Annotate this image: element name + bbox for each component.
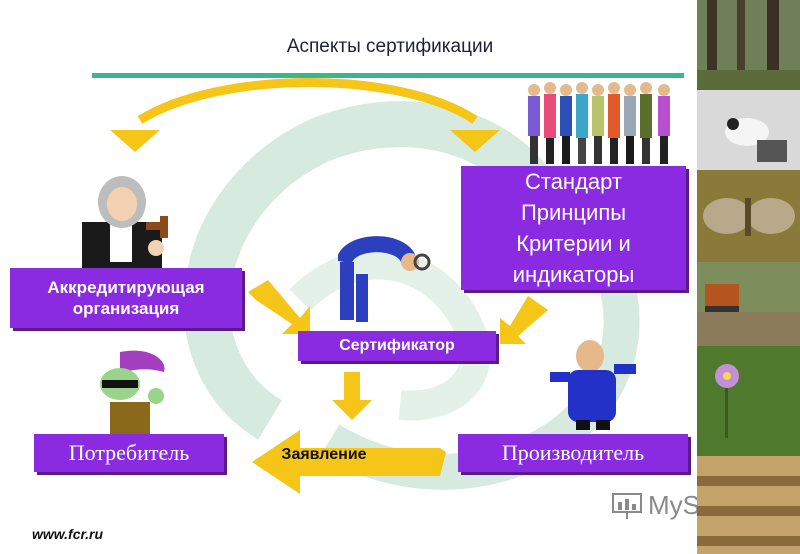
ermine-photo [697, 90, 800, 170]
statement-label: Заявление [281, 446, 367, 463]
principles-line: Принципы [520, 200, 627, 225]
standard-to-certifier-arrow [500, 296, 548, 344]
standard-box: Стандарт Принципы Критерии и индикаторы [461, 166, 686, 290]
flow-arrows [110, 78, 548, 494]
title-divider [92, 73, 684, 78]
left-down-arrowhead [110, 130, 160, 152]
accreditation-label-line2: организация [72, 299, 180, 318]
inspector-figure-icon [338, 236, 431, 322]
consumer-figure-icon [100, 350, 165, 434]
page-title: Аспекты сертификации [286, 36, 494, 57]
accreditation-box: Аккредитирующая организация [10, 268, 242, 328]
wood-photo [697, 456, 800, 554]
footer-url: www.fcr.ru [32, 526, 104, 542]
standard-line: Стандарт [524, 169, 622, 194]
criteria-line: Критерии и [516, 231, 631, 256]
photo-strip [697, 0, 800, 554]
certifier-down-arrow [332, 372, 372, 420]
accreditation-to-certifier-arrow [248, 280, 310, 334]
indicators-line: индикаторы [512, 262, 635, 287]
judge-figure-icon [82, 176, 168, 268]
consumer-box: Потребитель [34, 434, 224, 472]
forest-photo [697, 0, 800, 90]
top-arc-arrow [137, 78, 478, 124]
flower-photo [697, 346, 800, 456]
moth-photo [697, 170, 800, 262]
certifier-box: Сертификатор [298, 331, 496, 361]
people-group-icon [528, 82, 670, 164]
producer-figure-icon [550, 340, 636, 430]
statement-arrow [252, 430, 446, 494]
watermark-chart-icon [612, 492, 642, 519]
accreditation-label-line1: Аккредитирующая [47, 278, 205, 297]
producer-box: Производитель [458, 434, 688, 472]
right-down-arrowhead [450, 130, 500, 152]
logging-photo [697, 262, 800, 346]
